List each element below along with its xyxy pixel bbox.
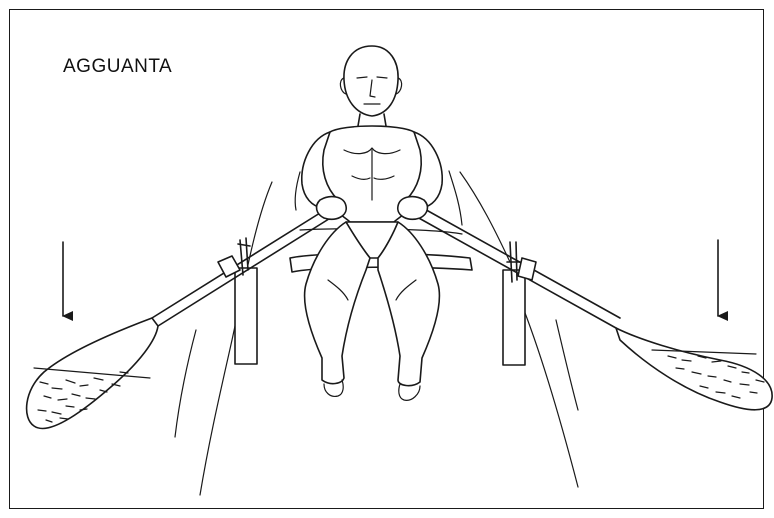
rowlock-left (235, 238, 257, 364)
rower-head (340, 46, 401, 116)
oar-left (27, 203, 340, 428)
